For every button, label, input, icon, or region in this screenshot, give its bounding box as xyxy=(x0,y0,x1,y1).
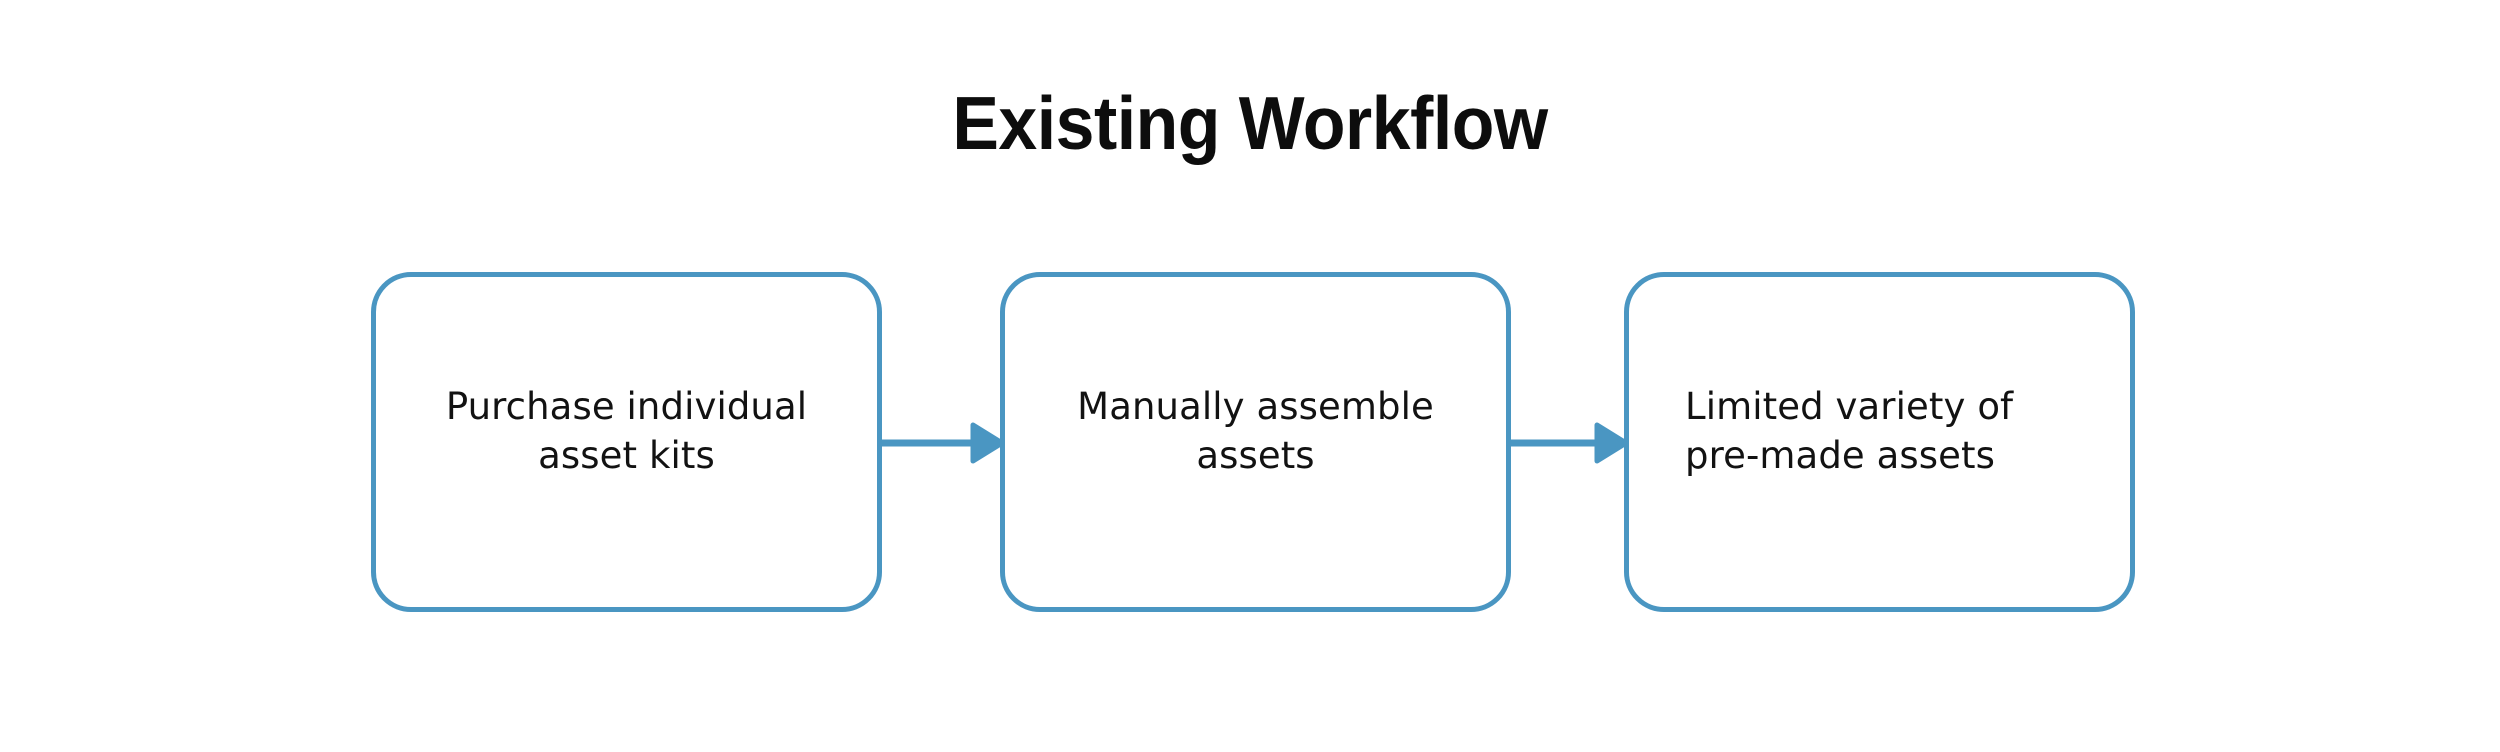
arrow-right-icon xyxy=(880,422,1002,464)
page-title: Existing Workflow xyxy=(952,81,1548,165)
arrow-step1-to-step2 xyxy=(880,420,1002,466)
flow-step-1-label: Purchase individual asset kits xyxy=(445,385,808,477)
arrow-step2-to-step3 xyxy=(1509,420,1626,466)
flow-step-3[interactable]: Limited variety of pre-made assets xyxy=(1624,272,2135,612)
flow-step-3-label: Limited variety of pre-made assets xyxy=(1685,385,2014,477)
flow-step-2-label: Manually assemble assets xyxy=(1077,385,1434,477)
flow-step-2[interactable]: Manually assemble assets xyxy=(1000,272,1511,612)
arrow-right-icon xyxy=(1509,422,1626,464)
flow-step-1[interactable]: Purchase individual asset kits xyxy=(371,272,882,612)
